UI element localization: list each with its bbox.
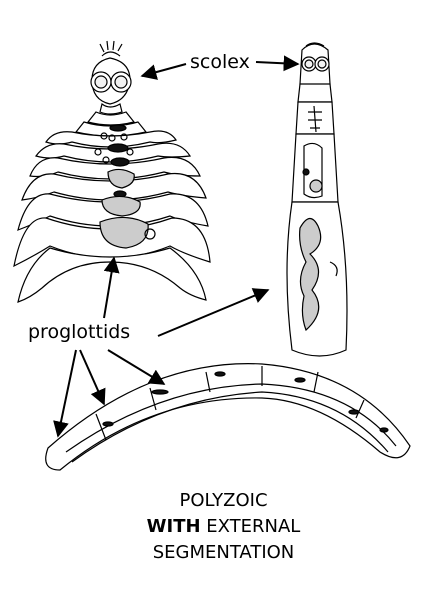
arrow-proglottid-bottom-2 (79, 349, 106, 406)
proglottids-label: proglottids (28, 321, 131, 343)
caption-emphasis: WITH (146, 516, 201, 537)
bottom-worm-organs (102, 371, 389, 433)
arrow-proglottid-bottom-1 (53, 349, 77, 438)
right-organs (299, 105, 338, 332)
scolex-label: scolex (190, 51, 250, 73)
caption-line-2: WITH EXTERNAL (0, 516, 447, 538)
arrow-scolex-right (255, 55, 300, 72)
left-neck (74, 111, 148, 137)
left-scolex-hooks (99, 40, 123, 57)
arrow-proglottid-upper-left (103, 256, 120, 319)
caption-line-2-rest: EXTERNAL (200, 516, 301, 537)
left-organs (94, 124, 156, 249)
arrow-proglottid-bottom-3 (107, 349, 166, 385)
bottom-worm-segments (95, 366, 365, 441)
right-scolex (299, 42, 331, 89)
caption-line-3: SEGMENTATION (152, 542, 295, 563)
left-proglottids (13, 130, 211, 303)
caption-line-1: POLYZOIC (179, 490, 268, 511)
arrows (53, 55, 300, 438)
bottom-worm-figure (45, 363, 411, 471)
right-worm-figure (286, 42, 348, 357)
left-worm-figure (13, 40, 211, 303)
left-scolex (90, 57, 132, 115)
arrow-proglottid-right (157, 288, 270, 337)
arrow-scolex-left (140, 63, 187, 80)
